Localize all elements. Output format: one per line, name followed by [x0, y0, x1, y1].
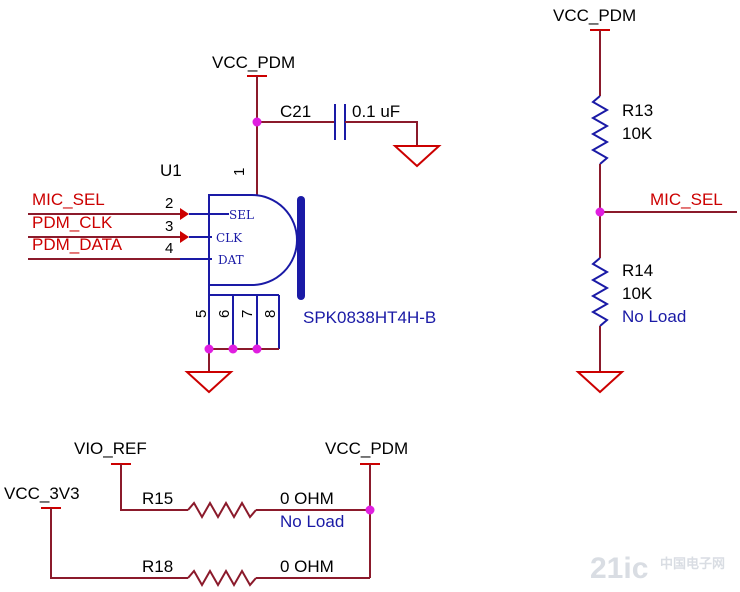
vio-ref-label: VIO_REF: [74, 439, 147, 458]
r15-r18-section: VIO_REF R15 0 OHM No Load VCC_PDM VCC_3V…: [4, 439, 408, 588]
net-pdm-clk: PDM_CLK: [32, 213, 113, 232]
u1-pin6-number: 6: [216, 310, 233, 318]
r15-note: No Load: [280, 512, 344, 531]
r13-value: 10K: [622, 124, 653, 143]
r14-value: 10K: [622, 284, 653, 303]
vio-ref-wire: [120, 464, 188, 511]
vcc-3v3-wire: [50, 508, 188, 579]
junction-mic-sel: [595, 207, 605, 217]
u1-ground-icon: [184, 371, 234, 394]
vcc-3v3-label: VCC_3V3: [4, 484, 80, 503]
u1-pin-sel-label: SEL: [229, 208, 254, 222]
u1-section: VCC_PDM C21 0.1 uF 1 U1 SPK0838HT4H-B SE…: [28, 53, 442, 394]
u1-ref: U1: [160, 161, 182, 180]
u1-body: [208, 194, 298, 286]
net-pdm-data: PDM_DATA: [32, 235, 123, 254]
u1-pin8-number: 8: [262, 310, 279, 318]
c21-value: 0.1 uF: [352, 102, 400, 121]
r13-ref: R13: [622, 101, 653, 120]
r14-ground-icon: [575, 371, 625, 394]
r14-note: No Load: [622, 307, 686, 326]
u1-pin7-number: 7: [239, 310, 256, 318]
u1-pin-dat-label: DAT: [218, 253, 244, 267]
u1-pin3-number: 3: [165, 218, 173, 235]
c21-ref: C21: [280, 102, 311, 121]
r18-resistor: [187, 568, 257, 588]
r18-value: 0 OHM: [280, 557, 334, 576]
junction-r15-vcc: [365, 505, 375, 515]
r15-resistor: [187, 500, 257, 520]
junction-pin7: [252, 344, 262, 354]
u1-part-number: SPK0838HT4H-B: [303, 308, 436, 327]
c21-ground-icon: [392, 145, 442, 168]
u1-pin2-number: 2: [165, 195, 173, 212]
pdm-clk-arrow-icon: [180, 231, 189, 243]
r14-ref: R14: [622, 261, 653, 280]
u1-pin-clk-label: CLK: [216, 231, 243, 245]
vcc-pdm-u1-label: VCC_PDM: [212, 53, 295, 72]
vcc-pdm-bottom-label: VCC_PDM: [325, 439, 408, 458]
watermark-logo: 21ic: [590, 552, 648, 585]
junction-vcc-c21: [252, 117, 262, 127]
vcc-pdm-top-right-label: VCC_PDM: [553, 6, 636, 25]
r14-resistor: [590, 257, 610, 327]
net-mic-sel-left: MIC_SEL: [32, 190, 105, 209]
c21-wire-right: [345, 121, 418, 146]
mic-sel-arrow-icon: [180, 208, 189, 220]
watermark-subtext: 中国电子网: [660, 556, 725, 571]
junction-pin5: [204, 344, 214, 354]
net-mic-sel-right: MIC_SEL: [650, 190, 723, 209]
r15-value: 0 OHM: [280, 489, 334, 508]
u1-pin4-number: 4: [165, 240, 173, 257]
r13-resistor: [590, 95, 610, 165]
r18-ref: R18: [142, 557, 173, 576]
r15-ref: R15: [142, 489, 173, 508]
r13-r14-section: VCC_PDM R13 10K MIC_SEL R14 10K No Load: [553, 6, 737, 394]
u1-pin1-number: 1: [231, 168, 248, 176]
junction-pin6: [228, 344, 238, 354]
watermark: 21ic 中国电子网: [590, 552, 725, 585]
u1-pin5-number: 5: [193, 310, 210, 318]
